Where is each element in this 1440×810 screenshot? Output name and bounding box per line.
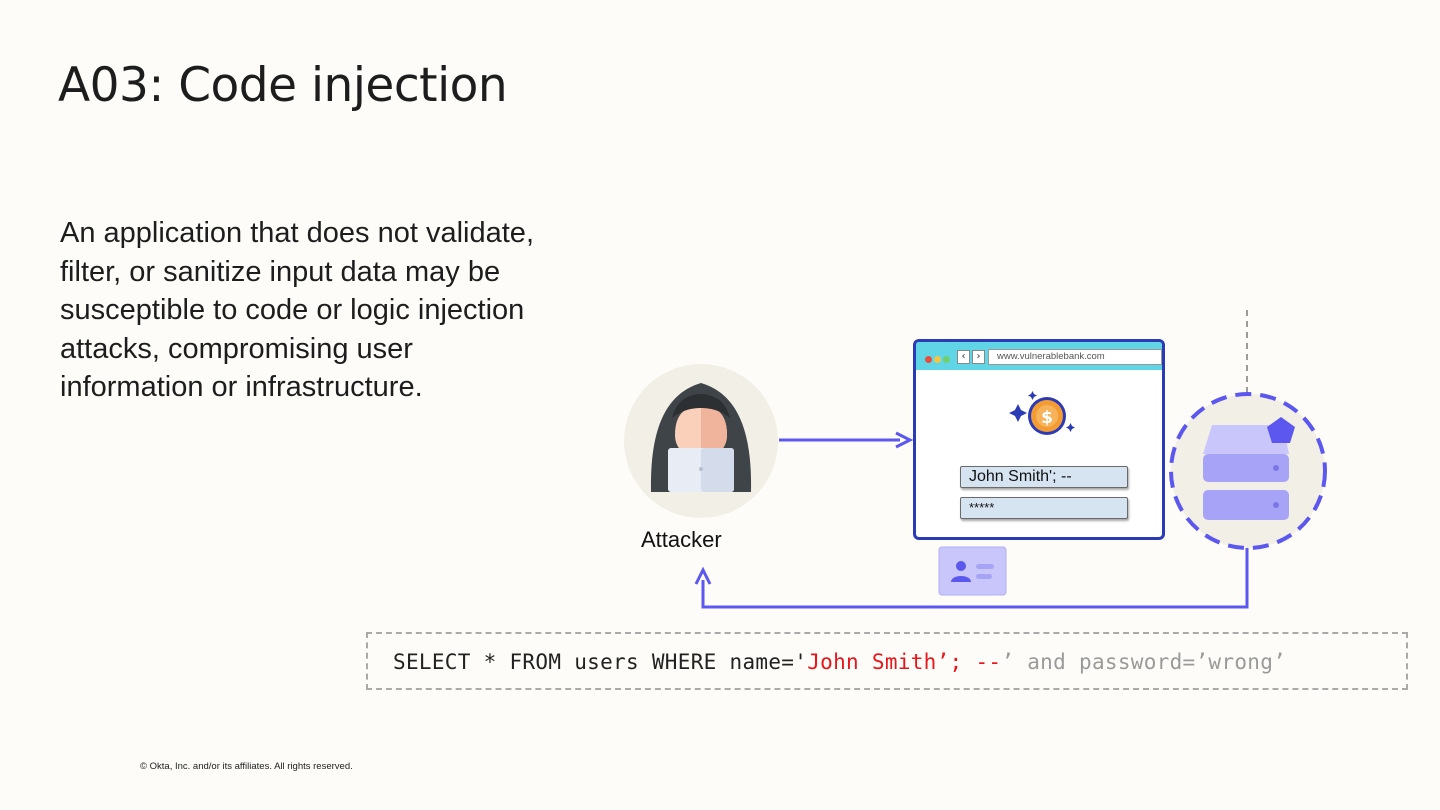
browser-url-bar[interactable]: www.vulnerablebank.com — [988, 349, 1162, 365]
attacker-label: Attacker — [641, 527, 722, 552]
sql-injected-payload: John Smith’; -- — [807, 650, 1002, 674]
forward-arrow-icon[interactable]: › — [972, 350, 985, 364]
back-arrow-icon[interactable]: ‹ — [957, 350, 970, 364]
slide-body-text: An application that does not validate, f… — [60, 217, 534, 403]
user-id-card-icon — [938, 546, 1007, 596]
database-server-icon — [1203, 425, 1289, 520]
hacker-icon — [650, 383, 752, 492]
username-field[interactable]: John Smith'; -- — [960, 466, 1128, 488]
slide-title: A03: Code injection — [58, 58, 508, 113]
close-dot-icon — [925, 356, 932, 363]
minimize-dot-icon — [934, 356, 941, 363]
shield-badge-icon — [1267, 417, 1295, 443]
dollar-coin-icon: $ — [1009, 391, 1075, 435]
sql-query-box: SELECT * FROM users WHERE name='John Smi… — [366, 632, 1408, 690]
sql-commented-out: ’ and password=’wrong’ — [1001, 650, 1287, 674]
request-arrow-head — [895, 431, 914, 449]
browser-toolbar: ‹ › www.vulnerablebank.com — [916, 342, 1162, 370]
svg-text:$: $ — [1041, 408, 1053, 428]
response-arrow-head — [694, 566, 712, 585]
response-arrow — [701, 548, 1249, 609]
maximize-dot-icon — [943, 356, 950, 363]
sql-query: SELECT * FROM users WHERE name='John Smi… — [393, 650, 1286, 674]
vulnerable-bank-browser: ‹ › www.vulnerablebank.com $ John Smith'… — [913, 339, 1165, 540]
sql-query-base: SELECT * FROM users WHERE name=' — [393, 650, 808, 674]
copyright-footer: © Okta, Inc. and/or its affiliates. All … — [140, 761, 353, 772]
password-field[interactable]: ***** — [960, 497, 1128, 519]
